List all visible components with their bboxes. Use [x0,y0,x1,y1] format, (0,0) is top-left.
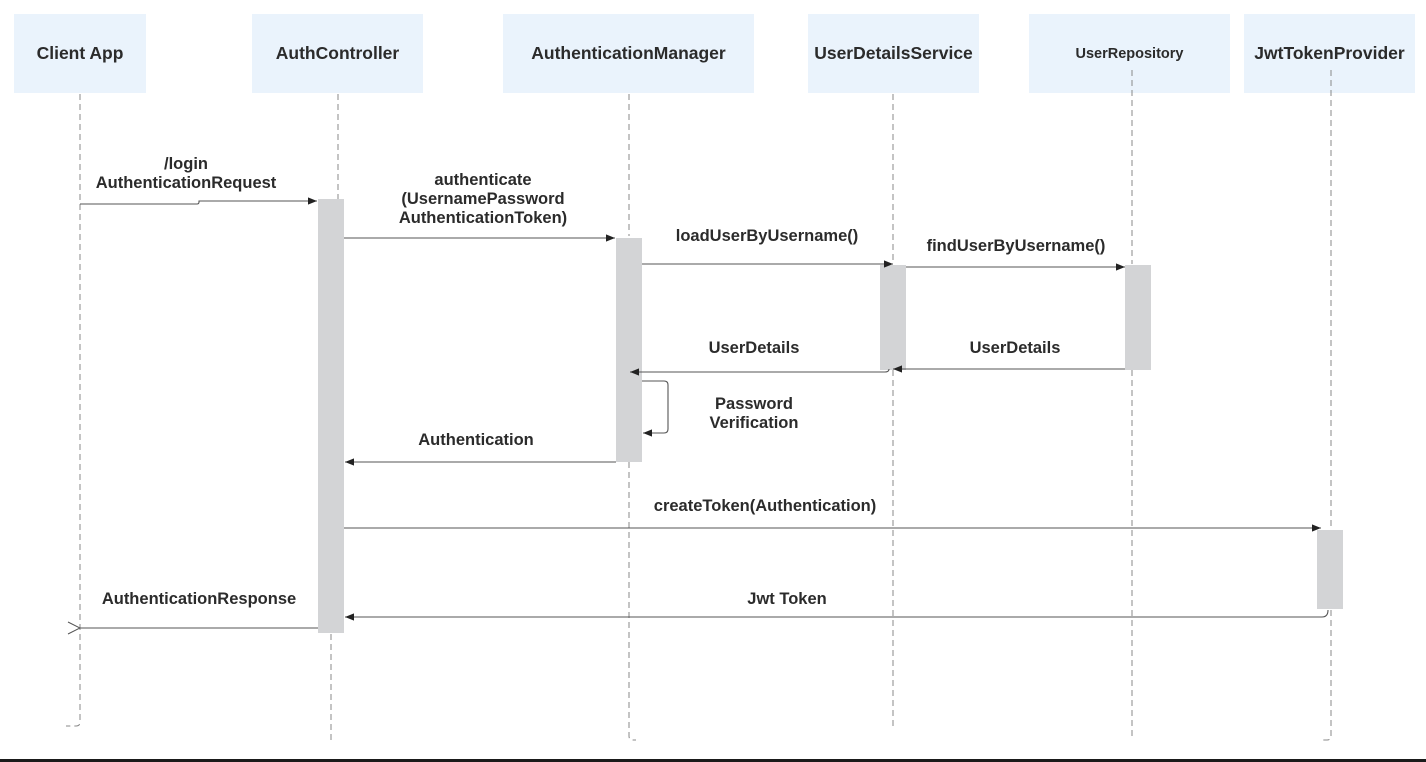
activation-user-details-service [880,265,906,370]
lifeline-authentication-manager [628,94,636,741]
message-label-user-details-service: UserDetails [708,339,800,357]
message-label-authenticate: authenticate (UsernamePassword Authentic… [399,171,567,228]
message-label-password-verification-line2: Verification [709,414,799,432]
participant-user-repository: UserRepository [1029,14,1230,93]
message-label-authenticate-line2: (UsernamePassword [401,190,565,208]
lifeline-auth-controller [330,94,339,740]
lifeline-jwt-token-provider [1322,70,1332,741]
participant-user-details-service: UserDetailsService [808,14,979,93]
message-label-authenticate-line3: AuthenticationToken) [398,209,568,227]
message-label-create-token: createToken(Authentication) [653,497,877,515]
activation-jwt-token-provider [1317,530,1343,609]
message-label-find-user: findUserByUsername() [926,237,1106,255]
lifeline-client-app [66,94,81,727]
message-label-load-user: loadUserByUsername() [675,227,859,245]
activation-auth-controller [318,199,344,633]
message-arrow-jwt-token [345,609,1329,621]
message-label-login: /login AuthenticationRequest [96,155,277,193]
message-arrow-user-details-service [630,368,890,376]
message-label-login-line1: /login [164,155,208,173]
message-arrow-login [80,197,317,205]
message-label-authenticate-line1: authenticate [434,171,532,189]
bottom-border [0,759,1426,762]
participant-authentication-manager: AuthenticationManager [503,14,754,93]
activation-authentication-manager [616,238,642,462]
participant-jwt-token-provider: JwtTokenProvider [1244,14,1415,93]
participant-client-app: Client App [14,14,146,93]
message-label-login-line2: AuthenticationRequest [95,174,277,192]
message-label-authentication: Authentication [418,431,534,449]
activation-user-repository [1125,265,1151,370]
message-label-authentication-response: AuthenticationResponse [101,590,297,608]
message-label-password-verification-line1: Password [715,395,793,413]
message-arrow-password-verification [642,380,669,437]
message-label-user-details-repo: UserDetails [969,339,1061,357]
message-label-password-verification: Password Verification [710,395,799,433]
participant-auth-controller: AuthController [252,14,423,93]
message-label-jwt-token: Jwt Token [747,590,827,608]
